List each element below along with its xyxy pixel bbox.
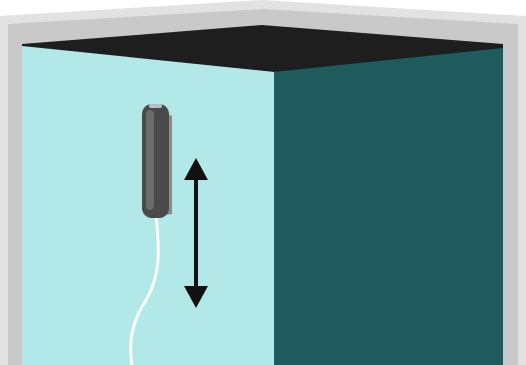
sensor-tip: [149, 104, 162, 108]
ceiling: [22, 25, 503, 72]
arrow-head-up: [184, 158, 208, 180]
arrow-head-down: [184, 286, 208, 308]
sensor-highlight: [146, 110, 154, 210]
right-wall: [274, 48, 503, 365]
sensor-cable: [129, 212, 160, 365]
vertical-double-arrow-icon: [184, 158, 208, 308]
wall-mounted-sensor-icon: [142, 104, 172, 218]
